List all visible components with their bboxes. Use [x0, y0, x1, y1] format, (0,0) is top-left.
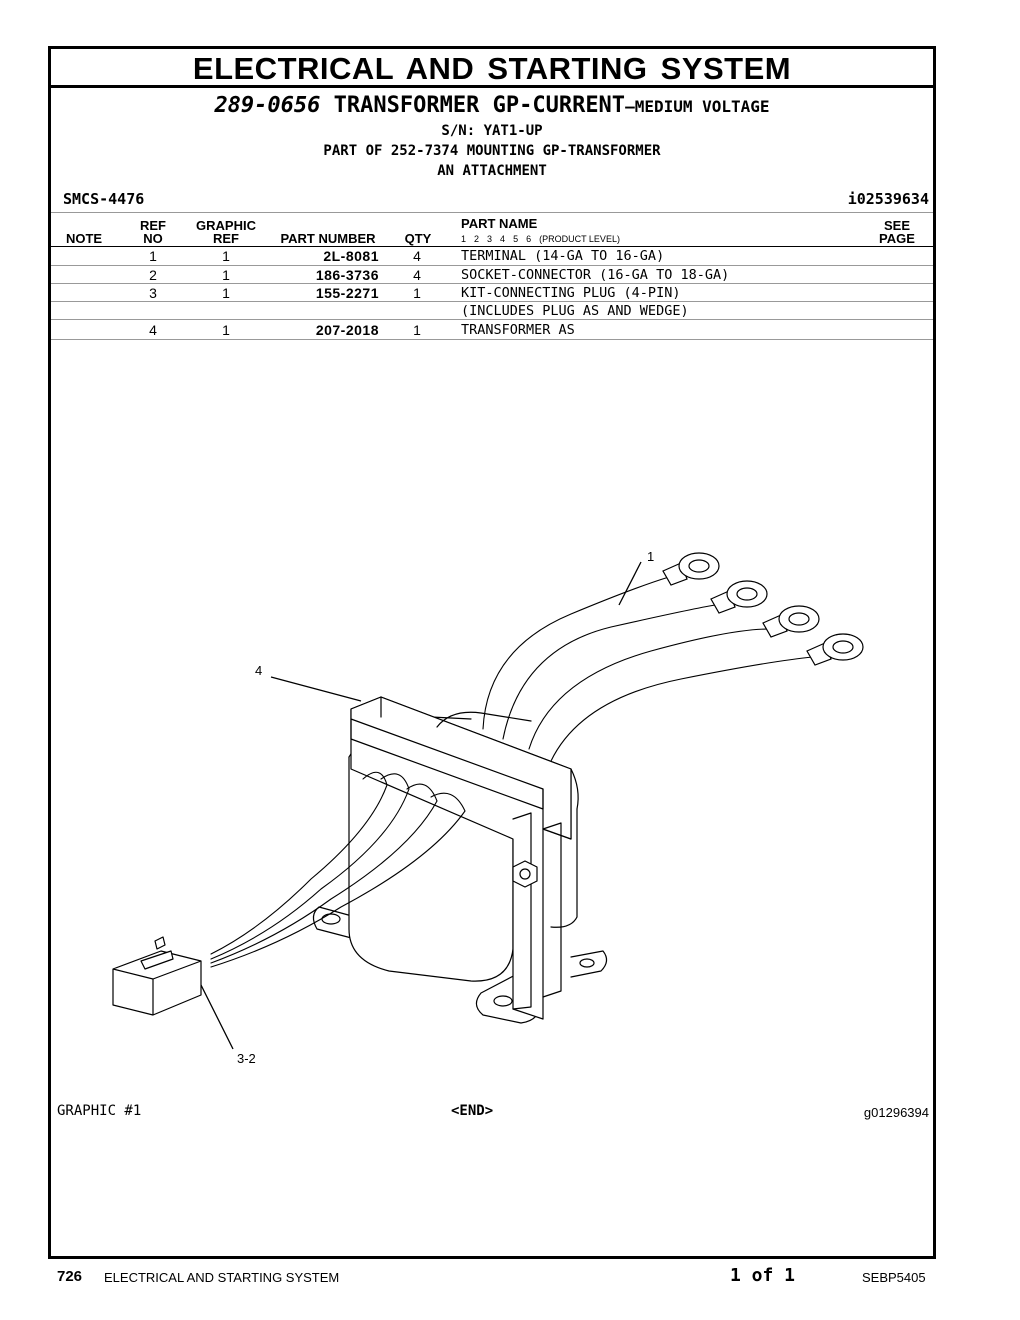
col-ref-header-bottom: NO: [143, 231, 163, 246]
callout-leaders: [200, 561, 642, 1050]
col-note-header: NOTE: [65, 231, 103, 246]
group-title: 289-0656 TRANSFORMER GP-CURRENT—MEDIUM V…: [51, 93, 933, 118]
col-ref-header-top: REF: [140, 218, 166, 233]
ref-number: 3: [149, 285, 157, 301]
footer-section-name: ELECTRICAL AND STARTING SYSTEM: [104, 1270, 340, 1285]
transformer-body: [312, 696, 608, 1024]
graphic-id: g01296394: [863, 1105, 929, 1120]
quantity: 4: [413, 267, 421, 283]
table-row: 1 1 2L-8081 4 TERMINAL (14-GA TO 16-GA): [51, 247, 933, 265]
graphic-ref: 1: [222, 267, 230, 283]
part-name: KIT-CONNECTING PLUG (4-PIN): [461, 285, 681, 301]
terminal-leads: [482, 576, 814, 762]
transformer-exploded-view: 1 4 3-2: [112, 549, 864, 1066]
table-row: 3 1 155-2271 1 KIT-CONNECTING PLUG (4-PI…: [51, 284, 933, 302]
part-name: TERMINAL (14-GA TO 16-GA): [461, 248, 665, 264]
quantity: 1: [413, 285, 421, 301]
quantity: 1: [413, 322, 421, 338]
level-5: 5: [513, 234, 519, 244]
table-header-rule: [51, 246, 933, 247]
col-part-name-header: PART NAME: [461, 216, 538, 231]
row-rule: [51, 283, 933, 284]
smcs-code: SMCS-4476: [63, 190, 145, 208]
callout-plug: 3-2: [237, 1051, 256, 1066]
connecting-plug: [112, 936, 202, 1016]
group-name: TRANSFORMER GP-CURRENT: [333, 93, 626, 118]
level-1: 1: [461, 234, 467, 244]
product-level-label: (PRODUCT LEVEL): [539, 234, 620, 244]
level-6: 6: [526, 234, 532, 244]
graphic-ref: 1: [222, 248, 230, 264]
part-of-line: PART OF 252-7374 MOUNTING GP-TRANSFORMER: [323, 143, 661, 159]
level-2: 2: [474, 234, 480, 244]
part-number: 186-3736: [315, 267, 379, 283]
serial-number-range: S/N: YAT1-UP: [441, 123, 543, 139]
part-name: SOCKET-CONNECTOR (16-GA TO 18-GA): [461, 267, 730, 283]
illustration-id: i02539634: [847, 190, 929, 208]
attachment-line: AN ATTACHMENT: [437, 163, 547, 179]
level-3: 3: [487, 234, 493, 244]
page-count: 1 of 1: [730, 1265, 796, 1286]
graphic-ref: 1: [222, 322, 230, 338]
graphic-label: GRAPHIC #1: [57, 1103, 142, 1119]
group-number: 289-0656: [214, 93, 321, 118]
part-number: 2L-8081: [323, 248, 379, 264]
row-rule: [51, 265, 933, 266]
callout-terminal: 1: [647, 549, 654, 564]
row-rule: [51, 339, 933, 340]
page-number: 726: [57, 1268, 83, 1285]
col-qty-header: QTY: [404, 231, 432, 246]
end-marker: <END>: [451, 1103, 494, 1119]
part-name: TRANSFORMER AS: [461, 322, 575, 338]
row-rule: [51, 301, 933, 302]
col-see-header-top: SEE: [883, 218, 910, 233]
table-row: (INCLUDES PLUG AS AND WEDGE): [51, 302, 933, 320]
part-number: 207-2018: [315, 322, 379, 338]
part-number: 155-2271: [315, 285, 379, 301]
graphic-ref: 1: [222, 285, 230, 301]
row-rule: [51, 319, 933, 320]
table-top-rule: [51, 212, 933, 213]
col-see-header-bottom: PAGE: [879, 231, 915, 246]
title-bar: ELECTRICAL AND STARTING SYSTEM: [51, 49, 933, 88]
level-4: 4: [500, 234, 506, 244]
table-row: 2 1 186-3736 4 SOCKET-CONNECTOR (16-GA T…: [51, 266, 933, 284]
page-title: ELECTRICAL AND STARTING SYSTEM: [192, 51, 792, 86]
callout-transformer: 4: [255, 663, 262, 678]
ref-number: 4: [149, 322, 157, 338]
col-part-number-header: PART NUMBER: [280, 231, 376, 246]
parts-page-frame: ELECTRICAL AND STARTING SYSTEM 289-0656 …: [48, 46, 936, 1259]
part-name: (INCLUDES PLUG AS AND WEDGE): [461, 303, 689, 319]
document-id: SEBP5405: [862, 1270, 926, 1285]
group-qualifier: —MEDIUM VOLTAGE: [625, 97, 770, 116]
quantity: 4: [413, 248, 421, 264]
col-graphic-header-bottom: REF: [213, 231, 239, 246]
plug-harness: [210, 771, 466, 968]
col-graphic-header-top: GRAPHIC: [196, 218, 256, 233]
ring-terminals: [662, 552, 864, 666]
table-row: 4 1 207-2018 1 TRANSFORMER AS: [51, 321, 933, 339]
ref-number: 1: [149, 248, 157, 264]
ref-number: 2: [149, 267, 157, 283]
